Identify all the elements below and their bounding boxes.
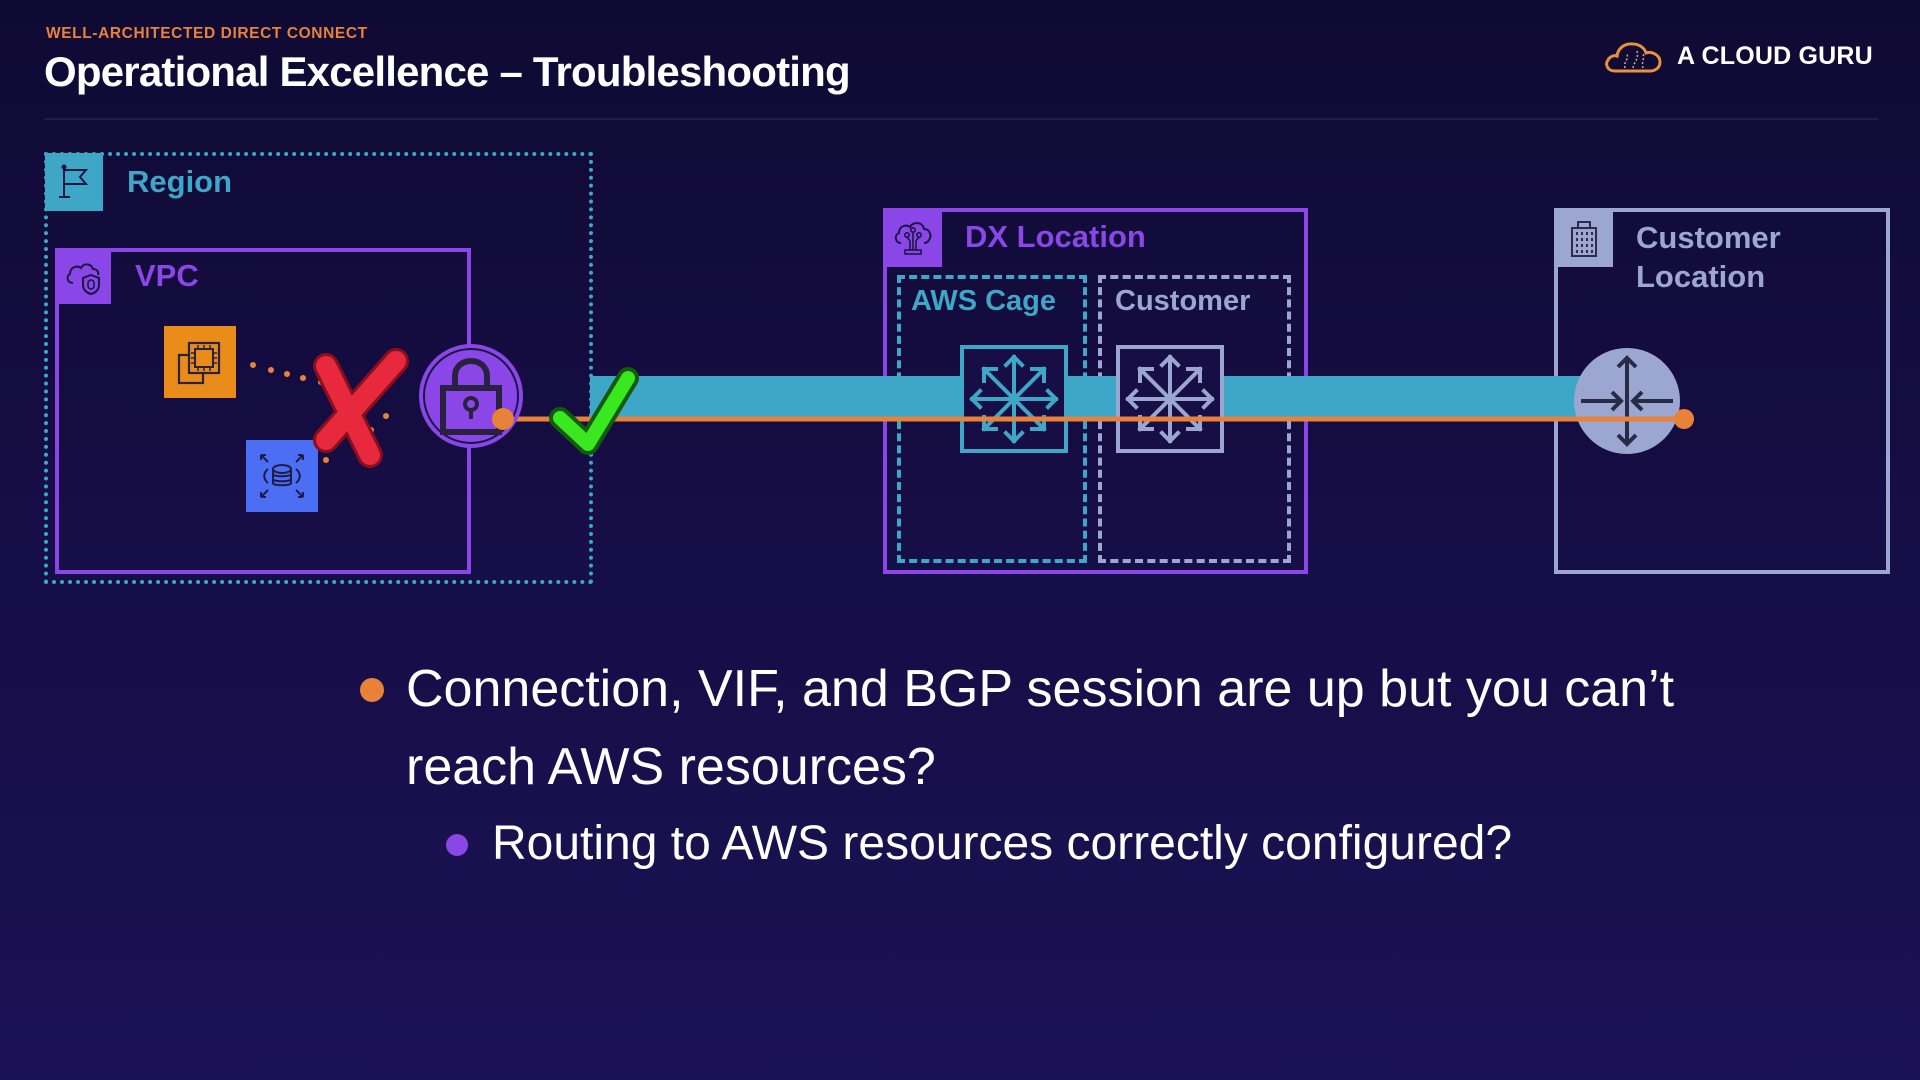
cloud-shield-icon	[66, 262, 100, 295]
dx-location-label: DX Location	[965, 219, 1146, 254]
brand-name: A CLOUD GURU	[1677, 41, 1873, 70]
aws-cage-label: AWS Cage	[911, 285, 1057, 317]
dx-location-tag	[884, 209, 942, 267]
sub-bullet-dot	[446, 834, 468, 856]
building-icon	[1571, 221, 1597, 257]
bullet-list: Connection, VIF, and BGP session are up …	[360, 650, 1736, 880]
vpc-group: VPC	[55, 248, 471, 574]
brand-logo: A CLOUD GURU	[1603, 38, 1873, 74]
flag-icon	[59, 164, 89, 198]
vpc-label: VPC	[135, 258, 199, 293]
slide-title: Operational Excellence – Troubleshooting	[44, 48, 851, 95]
customer-location-label: Customer Location	[1636, 220, 1781, 294]
vpc-tag	[56, 249, 111, 304]
database-icon	[260, 454, 304, 498]
sub-bullet-item: Routing to AWS resources correctly confi…	[446, 808, 1736, 880]
rds-database[interactable]	[246, 440, 318, 512]
customer-cage-group: Customer	[1098, 275, 1291, 563]
customer-location-tag	[1555, 209, 1613, 267]
bullet-dot	[360, 678, 384, 702]
ec2-chip-icon	[177, 341, 221, 385]
cloud-antenna-icon	[894, 222, 932, 255]
cloud-logo-icon	[1605, 42, 1662, 73]
aws-cage-group: AWS Cage	[897, 275, 1087, 563]
header-divider	[44, 118, 1878, 120]
customer-location-group: Customer Location	[1554, 208, 1890, 574]
course-eyebrow: WELL-ARCHITECTED DIRECT CONNECT	[46, 25, 368, 42]
customer-cage-label: Customer	[1115, 285, 1251, 317]
region-tag	[45, 153, 103, 211]
region-label: Region	[127, 164, 233, 199]
bullet-item: Connection, VIF, and BGP session are up …	[360, 650, 1736, 806]
bullet-text: Connection, VIF, and BGP session are up …	[406, 660, 1675, 796]
sub-bullet-text: Routing to AWS resources correctly confi…	[492, 817, 1513, 870]
ec2-instance[interactable]	[164, 326, 236, 398]
